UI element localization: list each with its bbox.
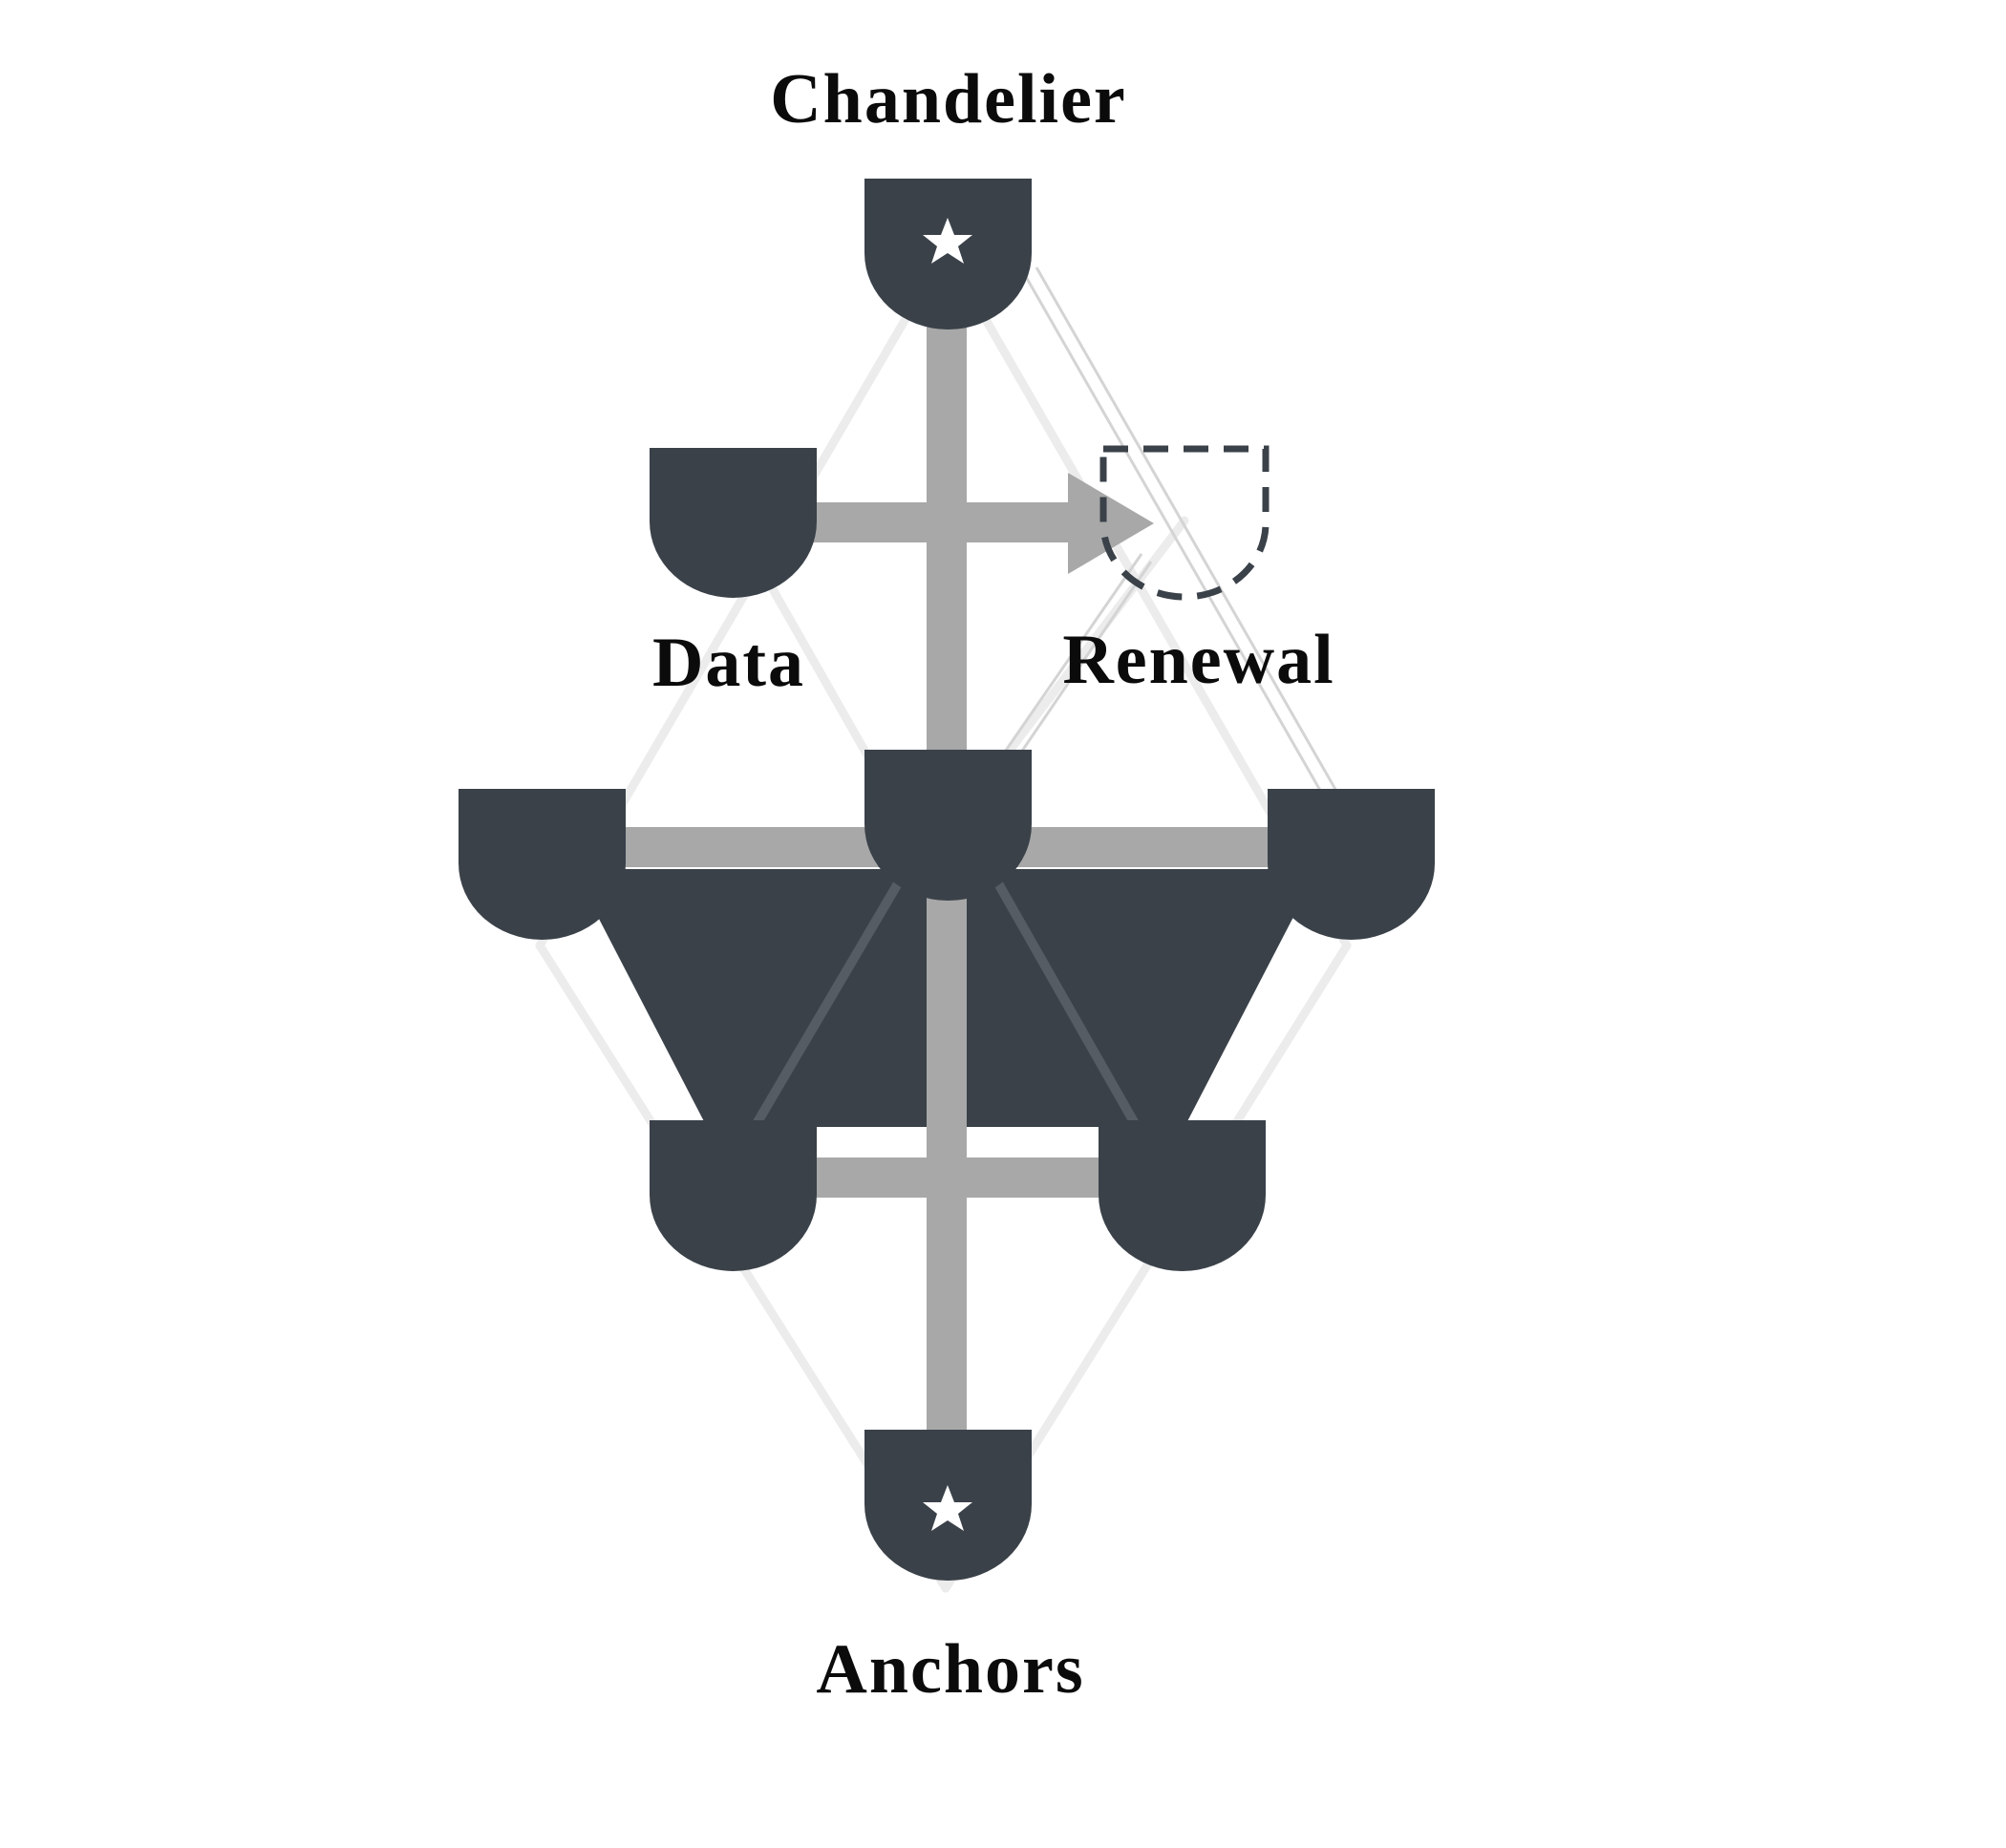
lower-right-node[interactable] [1099, 1120, 1266, 1271]
top-node[interactable] [864, 179, 1032, 329]
inner-lines [750, 881, 1142, 1130]
left-node[interactable] [650, 448, 817, 598]
left-label: Data [652, 624, 805, 702]
vertical-spine [927, 306, 967, 1509]
bottom-label: Anchors [816, 1630, 1084, 1709]
top-label: Chandelier [770, 60, 1127, 138]
far-right-node[interactable] [1268, 789, 1435, 940]
connectors [611, 306, 1299, 1509]
star-icon [923, 218, 972, 264]
bottom-crossbar [755, 1158, 1137, 1198]
outline-lines [1001, 266, 1339, 801]
right-label: Renewal [1062, 621, 1334, 699]
frame-line [998, 516, 1189, 764]
renewal-placeholder-node[interactable] [1099, 445, 1270, 601]
nodes [459, 179, 1435, 1581]
arrow-right-icon [1068, 473, 1154, 574]
lower-left-node[interactable] [650, 1120, 817, 1271]
star-icon [923, 1485, 972, 1531]
center-node[interactable] [864, 750, 1032, 901]
far-left-node[interactable] [459, 789, 626, 940]
